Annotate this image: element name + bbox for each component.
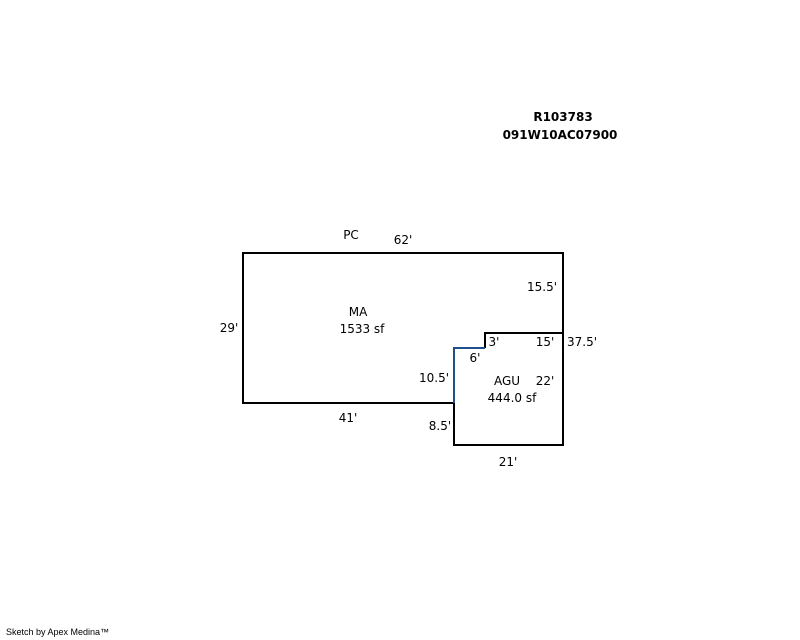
sketch-credit: Sketch by Apex Medina™ <box>6 627 110 637</box>
dim-agu-left-upper: 10.5' <box>419 371 449 385</box>
dim-left: 29' <box>220 321 239 335</box>
dim-right-total: 37.5' <box>567 335 597 349</box>
agu-outline <box>453 332 563 403</box>
area-agu-code: AGU <box>494 374 520 388</box>
parcel-number: 091W10AC07900 <box>503 128 618 142</box>
dim-agu-notch-v: 3' <box>489 335 500 349</box>
dim-bottom-main: 41' <box>339 411 358 425</box>
dim-agu-notch-h: 6' <box>470 351 481 365</box>
dim-agu-left-lower: 8.5' <box>429 419 451 433</box>
area-agu-size: 444.0 sf <box>488 391 537 405</box>
dim-right-upper: 15.5' <box>527 280 557 294</box>
main-area-outline <box>242 252 564 446</box>
area-ma-size: 1533 sf <box>340 322 386 336</box>
dim-agu-right: 22' <box>536 374 555 388</box>
dim-top: 62' <box>394 233 413 247</box>
pc-label: PC <box>343 228 359 242</box>
account-number: R103783 <box>533 110 592 124</box>
area-ma-code: MA <box>349 305 368 319</box>
dim-agu-top: 15' <box>536 335 555 349</box>
dim-agu-bottom: 21' <box>499 455 518 469</box>
